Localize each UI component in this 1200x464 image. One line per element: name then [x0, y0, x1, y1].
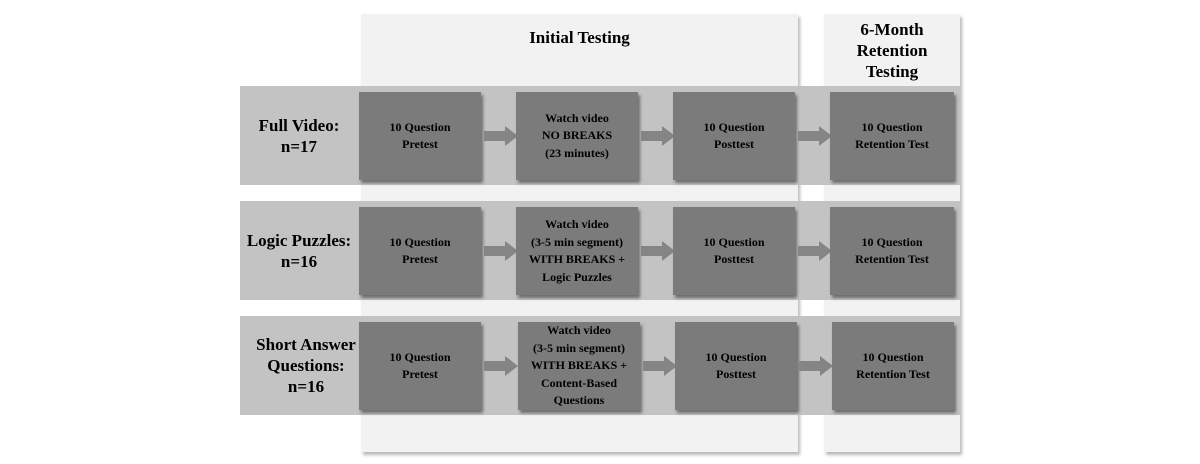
right-arrow-icon [484, 126, 518, 146]
box-line: Watch video [547, 323, 611, 338]
box-line: 10 Question [705, 349, 767, 364]
group-label-line: Logic Puzzles: [246, 230, 352, 250]
box-line: Pretest [402, 252, 438, 266]
box-line: (3-5 min segment) [533, 340, 625, 355]
posttest-box: 10 Question Posttest [673, 92, 795, 180]
group-label-line: Full Video: [258, 115, 340, 135]
retention-test-box: 10 Question Retention Test [830, 92, 954, 180]
box-line: (23 minutes) [545, 145, 609, 160]
box-line: Posttest [714, 137, 754, 151]
right-arrow-icon [798, 126, 832, 146]
box-line: 10 Question [862, 349, 924, 364]
initial-testing-title: Initial Testing [529, 28, 630, 47]
retention-testing-title: 6-Month Retention Testing [824, 19, 960, 82]
box-line: Retention Test [855, 252, 929, 266]
box-line: Pretest [402, 137, 438, 151]
retention-title-line: 6-Month [860, 20, 924, 39]
box-line: Pretest [402, 367, 438, 381]
box-line: Watch video [545, 110, 609, 125]
group-label-logic-puzzles: Logic Puzzles: n=16 [240, 201, 358, 300]
box-line: WITH BREAKS + [530, 358, 628, 373]
right-arrow-icon [484, 356, 518, 376]
box-line: (3-5 min segment) [531, 234, 623, 249]
box-line: WITH BREAKS + [528, 252, 626, 266]
posttest-box: 10 Question Posttest [675, 322, 797, 410]
group-label-line: n=16 [287, 377, 325, 396]
group-label-line: n=17 [280, 136, 318, 156]
watch-video-box: Watch video (3-5 min segment) WITH BREAK… [516, 207, 638, 295]
box-line: Questions [553, 393, 605, 408]
retention-title-line: Retention [856, 41, 928, 60]
box-line: 10 Question [389, 119, 451, 134]
group-label-line: Short Answer [256, 335, 356, 354]
box-line: Retention Test [856, 367, 930, 381]
box-line: 10 Question [861, 119, 923, 134]
pretest-box: 10 Question Pretest [359, 322, 481, 410]
box-line: 10 Question [703, 119, 765, 134]
box-line: 10 Question [861, 234, 923, 249]
box-line: Logic Puzzles [542, 269, 612, 284]
right-arrow-icon [484, 241, 518, 261]
group-label-line: n=16 [280, 251, 318, 271]
right-arrow-icon [799, 356, 833, 376]
right-arrow-icon [643, 356, 677, 376]
posttest-box: 10 Question Posttest [673, 207, 795, 295]
box-line: NO BREAKS [541, 128, 613, 143]
right-arrow-icon [798, 241, 832, 261]
right-arrow-icon [641, 126, 675, 146]
box-line: 10 Question [703, 234, 765, 249]
box-line: Retention Test [855, 137, 929, 151]
box-line: 10 Question [389, 349, 451, 364]
pretest-box: 10 Question Pretest [359, 92, 481, 180]
box-line: Posttest [716, 367, 756, 381]
group-label-line: Questions: [267, 356, 345, 375]
box-line: Content-Based [540, 375, 617, 390]
watch-video-box: Watch video NO BREAKS (23 minutes) [516, 92, 638, 180]
pretest-box: 10 Question Pretest [359, 207, 481, 295]
retention-title-line: Testing [865, 62, 919, 81]
right-arrow-icon [641, 241, 675, 261]
group-label-short-answer: Short Answer Questions: n=16 [250, 316, 362, 415]
box-line: Posttest [714, 252, 754, 266]
retention-test-box: 10 Question Retention Test [832, 322, 954, 410]
watch-video-box: Watch video (3-5 min segment) WITH BREAK… [518, 322, 640, 410]
retention-test-box: 10 Question Retention Test [830, 207, 954, 295]
group-label-full-video: Full Video: n=17 [240, 86, 358, 185]
box-line: Watch video [545, 217, 609, 231]
box-line: 10 Question [389, 234, 451, 249]
